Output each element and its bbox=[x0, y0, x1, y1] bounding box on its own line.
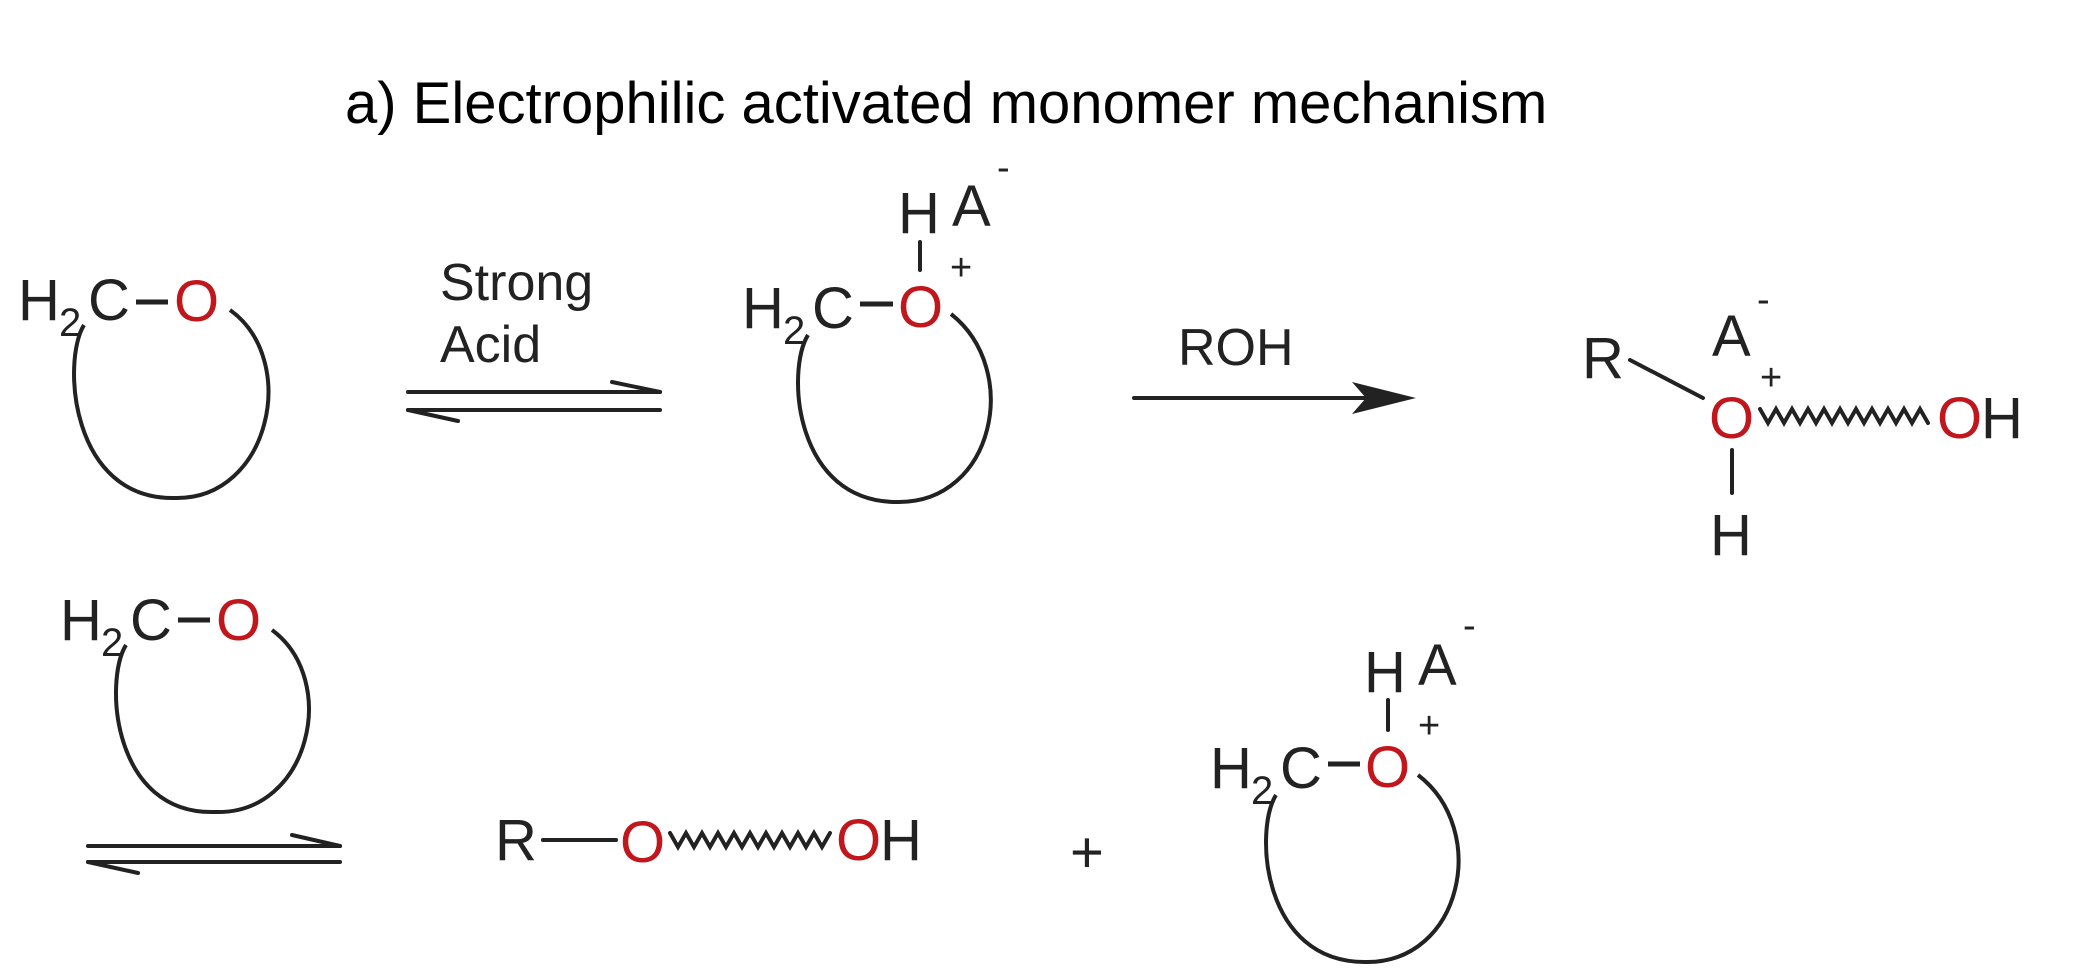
activated-monomer-2: H A - + H 2 C O bbox=[1210, 605, 1476, 965]
oh-oxygen: O bbox=[1937, 386, 1982, 451]
condition-roh: ROH bbox=[1178, 319, 1294, 377]
polymer-chain-wavy bbox=[1758, 404, 1930, 428]
scheme-title: a) Electrophilic activated monomer mecha… bbox=[345, 71, 1547, 136]
o-atom: O bbox=[1709, 386, 1754, 451]
ring-chain bbox=[1264, 773, 1461, 965]
product-polymer: R O O H bbox=[495, 808, 922, 875]
h-atom: H bbox=[898, 181, 940, 246]
o-atom: O bbox=[620, 810, 665, 875]
a-atom: A bbox=[1418, 633, 1457, 698]
h-atom: H bbox=[60, 588, 102, 653]
a-atom: A bbox=[952, 174, 991, 239]
oh-hydrogen: H bbox=[1981, 386, 2023, 451]
minus-charge: - bbox=[997, 147, 1010, 189]
r-atom: R bbox=[495, 808, 537, 873]
plus-sign: + bbox=[1070, 820, 1104, 885]
oxonium-intermediate: R A - + O O H H bbox=[1582, 279, 2023, 568]
a-atom: A bbox=[1712, 304, 1751, 369]
condition-acid: Acid bbox=[440, 316, 541, 374]
h-atom: H bbox=[742, 276, 784, 341]
condition-strong: Strong bbox=[440, 254, 593, 312]
polymer-chain-wavy bbox=[668, 828, 832, 852]
plus-charge: + bbox=[950, 247, 972, 289]
plus-charge: + bbox=[1418, 705, 1440, 747]
equilibrium-arrow-1 bbox=[406, 380, 662, 423]
c-atom: C bbox=[1280, 736, 1322, 801]
monomer-2: H 2 C O bbox=[60, 588, 311, 815]
minus-charge: - bbox=[1757, 279, 1770, 321]
equilibrium-arrow-2 bbox=[86, 833, 342, 875]
oh-oxygen: O bbox=[836, 808, 881, 873]
h-atom: H bbox=[1710, 503, 1752, 568]
ring-chain bbox=[796, 312, 993, 505]
h-atom: H bbox=[1210, 736, 1252, 801]
o-atom: O bbox=[1365, 735, 1410, 800]
monomer-1: H 2 C O bbox=[18, 268, 271, 501]
forward-arrow bbox=[1132, 382, 1416, 414]
activated-monomer-1: H A - + H 2 C O bbox=[742, 147, 1010, 505]
subscript-2: 2 bbox=[59, 301, 81, 345]
subscript-2: 2 bbox=[1251, 769, 1273, 813]
o-atom: O bbox=[898, 275, 943, 340]
subscript-2: 2 bbox=[783, 309, 805, 353]
r-atom: R bbox=[1582, 326, 1624, 391]
ring-chain bbox=[72, 308, 271, 501]
h-atom: H bbox=[18, 268, 60, 333]
subscript-2: 2 bbox=[101, 621, 123, 665]
o-atom: O bbox=[174, 269, 219, 334]
h-atom: H bbox=[1364, 640, 1406, 705]
c-atom: C bbox=[88, 268, 130, 333]
r-o-bond bbox=[1628, 358, 1705, 400]
o-atom: O bbox=[216, 588, 261, 653]
plus-charge: + bbox=[1760, 357, 1782, 399]
ring-chain bbox=[114, 628, 311, 815]
minus-charge: - bbox=[1463, 605, 1476, 647]
c-atom: C bbox=[130, 588, 172, 653]
c-atom: C bbox=[812, 276, 854, 341]
oh-hydrogen: H bbox=[880, 808, 922, 873]
